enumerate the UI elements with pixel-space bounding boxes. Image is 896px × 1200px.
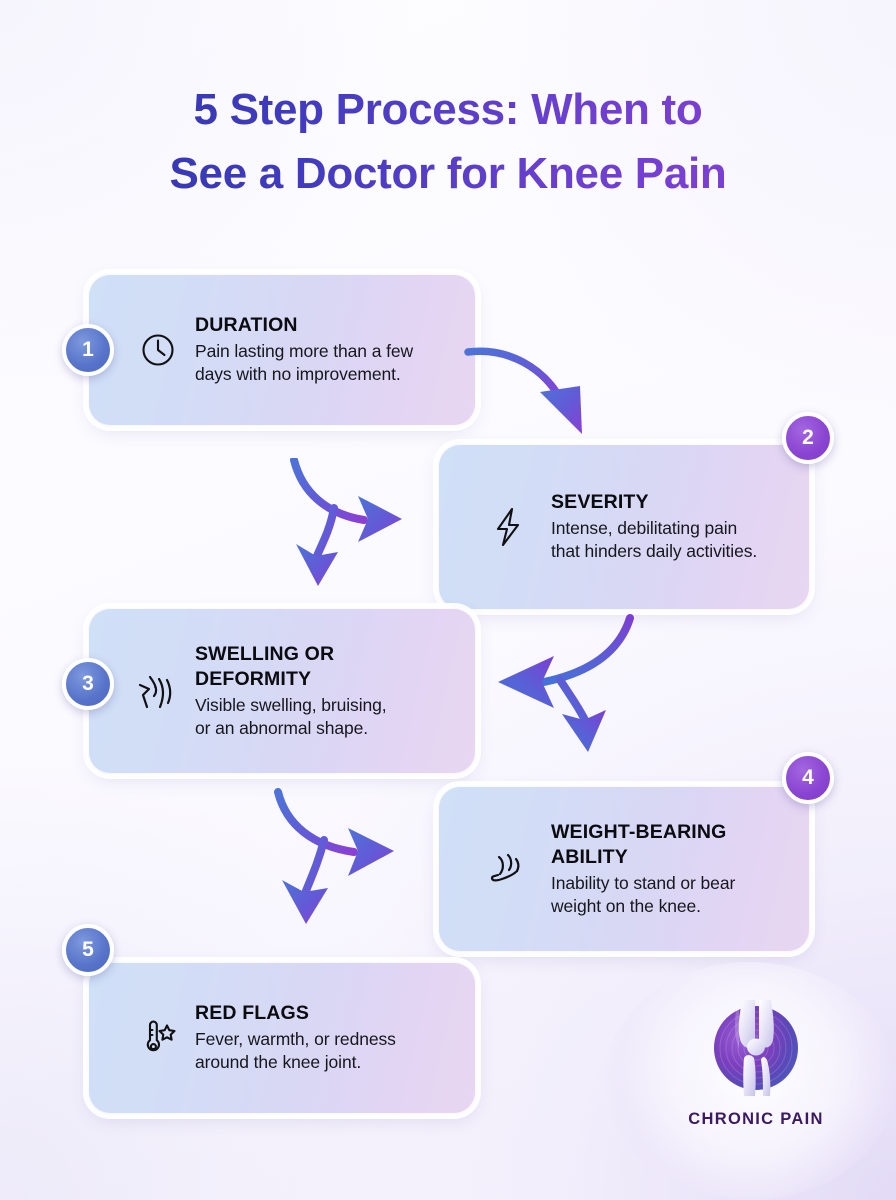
step-card-2-desc: Intense, debilitating pain that hinders … bbox=[551, 517, 791, 564]
lightning-bolt-icon bbox=[479, 506, 537, 548]
step-card-2-desc-line-2: that hinders daily activities. bbox=[551, 541, 758, 562]
knee-joint-icon bbox=[714, 1000, 798, 1096]
swollen-knee-icon bbox=[129, 669, 187, 713]
foot-icon bbox=[479, 847, 537, 891]
step-card-4-title-line-2: ABILITY bbox=[551, 845, 628, 868]
step-card-1-desc: Pain lasting more than a few days with n… bbox=[195, 340, 457, 387]
brand-logo: CHRONIC PAIN bbox=[672, 992, 840, 1129]
step-card-3-desc-line-2: or an abnormal shape. bbox=[195, 717, 369, 738]
step-card-2-title: SEVERITY bbox=[551, 491, 649, 514]
page-title: 5 Step Process: When to See a Doctor for… bbox=[0, 78, 896, 206]
step-badge-5: 5 bbox=[62, 924, 114, 976]
step-card-3[interactable]: SWELLING OR DEFORMITY Visible swelling, … bbox=[88, 608, 476, 774]
step-card-5-desc-line-1: Fever, warmth, or redness bbox=[195, 1029, 396, 1050]
step-card-4-desc-line-1: Inability to stand or bear bbox=[551, 872, 736, 893]
step-card-2[interactable]: SEVERITY Intense, debilitating pain that… bbox=[438, 444, 810, 610]
step-card-5[interactable]: RED FLAGS Fever, warmth, or redness arou… bbox=[88, 962, 476, 1114]
step-badge-4-number: 4 bbox=[802, 766, 814, 789]
page-title-line-2: See a Doctor for Knee Pain bbox=[169, 148, 727, 198]
step-card-4-text: WEIGHT-BEARING ABILITY Inability to stan… bbox=[537, 820, 791, 918]
step-card-3-desc-line-1: Visible swelling, bruising, bbox=[195, 694, 387, 715]
step-badge-1-number: 1 bbox=[82, 338, 94, 361]
step-card-1-desc-line-1: Pain lasting more than a few bbox=[195, 341, 414, 362]
step-card-4-desc-line-2: weight on the knee. bbox=[551, 895, 701, 916]
step-card-3-title-line-1: SWELLING OR bbox=[195, 642, 335, 665]
step-card-5-desc-line-2: around the knee joint. bbox=[195, 1052, 362, 1073]
step-card-5-text: RED FLAGS Fever, warmth, or redness arou… bbox=[187, 1001, 457, 1074]
step-card-3-title-line-2: DEFORMITY bbox=[195, 667, 312, 690]
arrow-step-2-to-3 bbox=[272, 456, 432, 593]
arrow-step-1-to-2 bbox=[462, 330, 602, 451]
step-card-3-desc: Visible swelling, bruising, or an abnorm… bbox=[195, 694, 457, 741]
step-card-1[interactable]: DURATION Pain lasting more than a few da… bbox=[88, 274, 476, 426]
step-card-2-text: SEVERITY Intense, debilitating pain that… bbox=[537, 490, 791, 563]
step-badge-2-number: 2 bbox=[802, 426, 814, 449]
arrow-step-3-to-4 bbox=[482, 610, 662, 765]
step-card-4[interactable]: WEIGHT-BEARING ABILITY Inability to stan… bbox=[438, 786, 810, 952]
logo-label: CHRONIC PAIN bbox=[688, 1110, 824, 1128]
step-card-5-desc: Fever, warmth, or redness around the kne… bbox=[195, 1028, 457, 1075]
arrow-step-4-to-5 bbox=[258, 788, 428, 933]
page-title-line-1: 5 Step Process: When to bbox=[193, 85, 703, 134]
step-badge-1: 1 bbox=[62, 324, 114, 376]
step-card-2-desc-line-1: Intense, debilitating pain bbox=[551, 518, 738, 539]
step-card-3-text: SWELLING OR DEFORMITY Visible swelling, … bbox=[187, 642, 457, 740]
step-badge-4: 4 bbox=[782, 752, 834, 804]
step-card-4-title: WEIGHT-BEARING ABILITY bbox=[551, 820, 791, 870]
thermometer-star-icon bbox=[129, 1016, 187, 1060]
step-card-3-title: SWELLING OR DEFORMITY bbox=[195, 642, 457, 692]
step-badge-3-number: 3 bbox=[82, 672, 94, 695]
step-badge-3: 3 bbox=[62, 658, 114, 710]
step-card-1-title: DURATION bbox=[195, 314, 298, 337]
step-card-4-desc: Inability to stand or bear weight on the… bbox=[551, 872, 791, 919]
clock-icon bbox=[129, 331, 187, 369]
step-card-1-desc-line-2: days with no improvement. bbox=[195, 364, 401, 385]
step-card-5-title: RED FLAGS bbox=[195, 1002, 310, 1025]
step-badge-2: 2 bbox=[782, 412, 834, 464]
step-card-4-title-line-1: WEIGHT-BEARING bbox=[551, 820, 727, 843]
step-card-1-text: DURATION Pain lasting more than a few da… bbox=[187, 313, 457, 386]
step-badge-5-number: 5 bbox=[82, 938, 94, 961]
